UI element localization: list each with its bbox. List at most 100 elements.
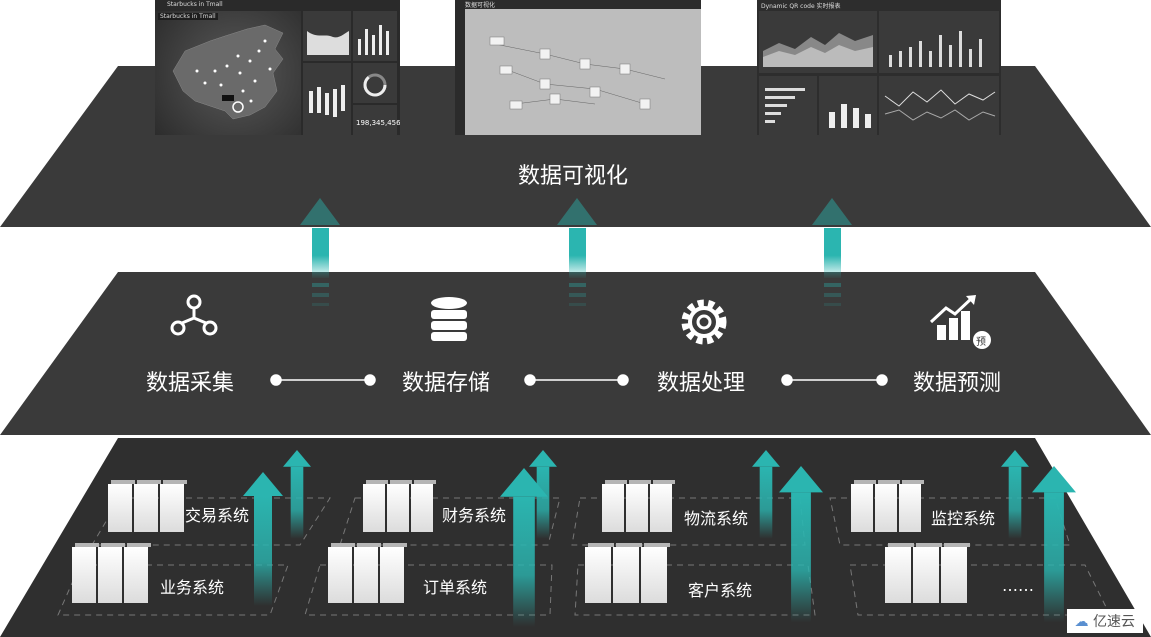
- server-box-top: [644, 543, 670, 547]
- up-arrow-shaft: [290, 466, 304, 539]
- server-box: [380, 547, 404, 603]
- group-outline-6: [304, 564, 553, 616]
- server-box: [328, 547, 352, 603]
- dashboard-screen-right: Dynamic QR code 实时报表: [757, 0, 1001, 135]
- app-title: 数据可视化: [465, 2, 496, 9]
- system-label-customer: 客户系统: [688, 581, 753, 600]
- server-box: [641, 547, 667, 603]
- server-box: [899, 484, 921, 532]
- area-chart-mini: [307, 31, 349, 55]
- app-sidebar: [455, 9, 465, 135]
- bar-chart-panel: [353, 11, 397, 61]
- candle-chart-mini: [309, 85, 345, 117]
- server-box-top: [605, 480, 627, 484]
- china-map-icon: [172, 24, 284, 120]
- donut-chart-mini: [363, 73, 387, 97]
- server-box-top: [357, 543, 381, 547]
- database-icon: [431, 297, 467, 341]
- up-arrow-head: [1032, 466, 1076, 493]
- up-arrow-shaft: [254, 496, 272, 606]
- step-label-store: 数据存储: [402, 371, 491, 396]
- up-arrow-head: [779, 466, 823, 493]
- server-box-top: [331, 543, 355, 547]
- server-box-top: [111, 480, 135, 484]
- area-report-chart: [763, 33, 873, 67]
- server-box: [851, 484, 873, 532]
- server-box-top: [75, 543, 99, 547]
- system-label-business: 业务系统: [160, 578, 225, 597]
- server-box: [72, 547, 96, 603]
- server-box: [354, 547, 378, 603]
- up-arrow-head: [243, 472, 283, 496]
- hbar-report-chart: [765, 88, 805, 123]
- system-label-logistics: 物流系统: [684, 509, 749, 528]
- group-outline-1: [91, 497, 331, 546]
- group-outline-7: [574, 564, 816, 616]
- server-box: [98, 547, 122, 603]
- server-box: [913, 547, 939, 603]
- server-box-top: [101, 543, 125, 547]
- up-arrow-head: [283, 450, 311, 467]
- server-box: [134, 484, 158, 532]
- up-arrow-shaft: [536, 466, 550, 539]
- up-arrow-head: [752, 450, 780, 467]
- middle-layer-plane: [0, 272, 1151, 435]
- up-arrow-head: [529, 450, 557, 467]
- up-arrow-shaft: [791, 492, 811, 623]
- server-box-top: [137, 480, 161, 484]
- step-label-predict: 数据预测: [913, 371, 1002, 396]
- server-box: [124, 547, 148, 603]
- step-connectors: [270, 374, 888, 386]
- visualization-title: 数据可视化: [518, 164, 629, 189]
- watermark: ☁ 亿速云: [1066, 609, 1143, 633]
- server-box-top: [127, 543, 151, 547]
- server-box-top: [888, 543, 914, 547]
- line-report-panel: [879, 76, 999, 135]
- up-arrow-shaft: [1008, 466, 1022, 539]
- system-label-finance: 财务系统: [442, 506, 507, 525]
- dashboard-screen-middle: 数据可视化: [455, 0, 701, 135]
- server-box: [411, 484, 433, 532]
- network-nodes-icon: [170, 294, 218, 336]
- customer-counter: 198,345,456: [356, 119, 400, 127]
- up-arrow-shaft: [513, 496, 535, 627]
- server-box-top: [653, 480, 675, 484]
- server-box: [941, 547, 967, 603]
- system-label-trade: 交易系统: [185, 506, 250, 525]
- app-titlebar: 数据可视化: [455, 0, 701, 9]
- group-outline-4: [829, 497, 1071, 546]
- server-box-top: [366, 480, 388, 484]
- server-box: [613, 547, 639, 603]
- line-report-chart: [884, 89, 996, 121]
- bottom-arrows: [243, 450, 1076, 627]
- up-arrow-head: [500, 468, 548, 497]
- step-label-process: 数据处理: [657, 371, 746, 396]
- up-arrow-2: [557, 198, 597, 306]
- cloud-logo-icon: ☁: [1074, 614, 1089, 630]
- cols-report-panel: [819, 76, 877, 135]
- server-box-top: [383, 543, 407, 547]
- server-box-top: [629, 480, 651, 484]
- server-box: [626, 484, 648, 532]
- bars-report-panel: [879, 11, 999, 73]
- up-arrow-head: [1001, 450, 1029, 467]
- up-arrow-3: [812, 198, 852, 306]
- area-chart-panel: [303, 11, 351, 61]
- server-box-top: [902, 480, 924, 484]
- server-box: [602, 484, 624, 532]
- screen-left-title: Starbucks in Tmall: [167, 1, 223, 8]
- server-box-top: [414, 480, 436, 484]
- screen-right-title: Dynamic QR code 实时报表: [761, 3, 841, 10]
- cols-report-chart: [829, 104, 871, 128]
- server-box: [160, 484, 184, 532]
- top-arrows: [300, 198, 852, 306]
- up-arrow-shaft: [1044, 492, 1064, 623]
- group-outline-2: [339, 497, 561, 546]
- gear-icon: [681, 299, 727, 345]
- system-label-order: 订单系统: [423, 578, 488, 597]
- prediction-badge: 预: [976, 337, 986, 348]
- server-box: [387, 484, 409, 532]
- server-boxes: [72, 480, 970, 603]
- watermark-text: 亿速云: [1093, 614, 1135, 630]
- server-box-top: [854, 480, 876, 484]
